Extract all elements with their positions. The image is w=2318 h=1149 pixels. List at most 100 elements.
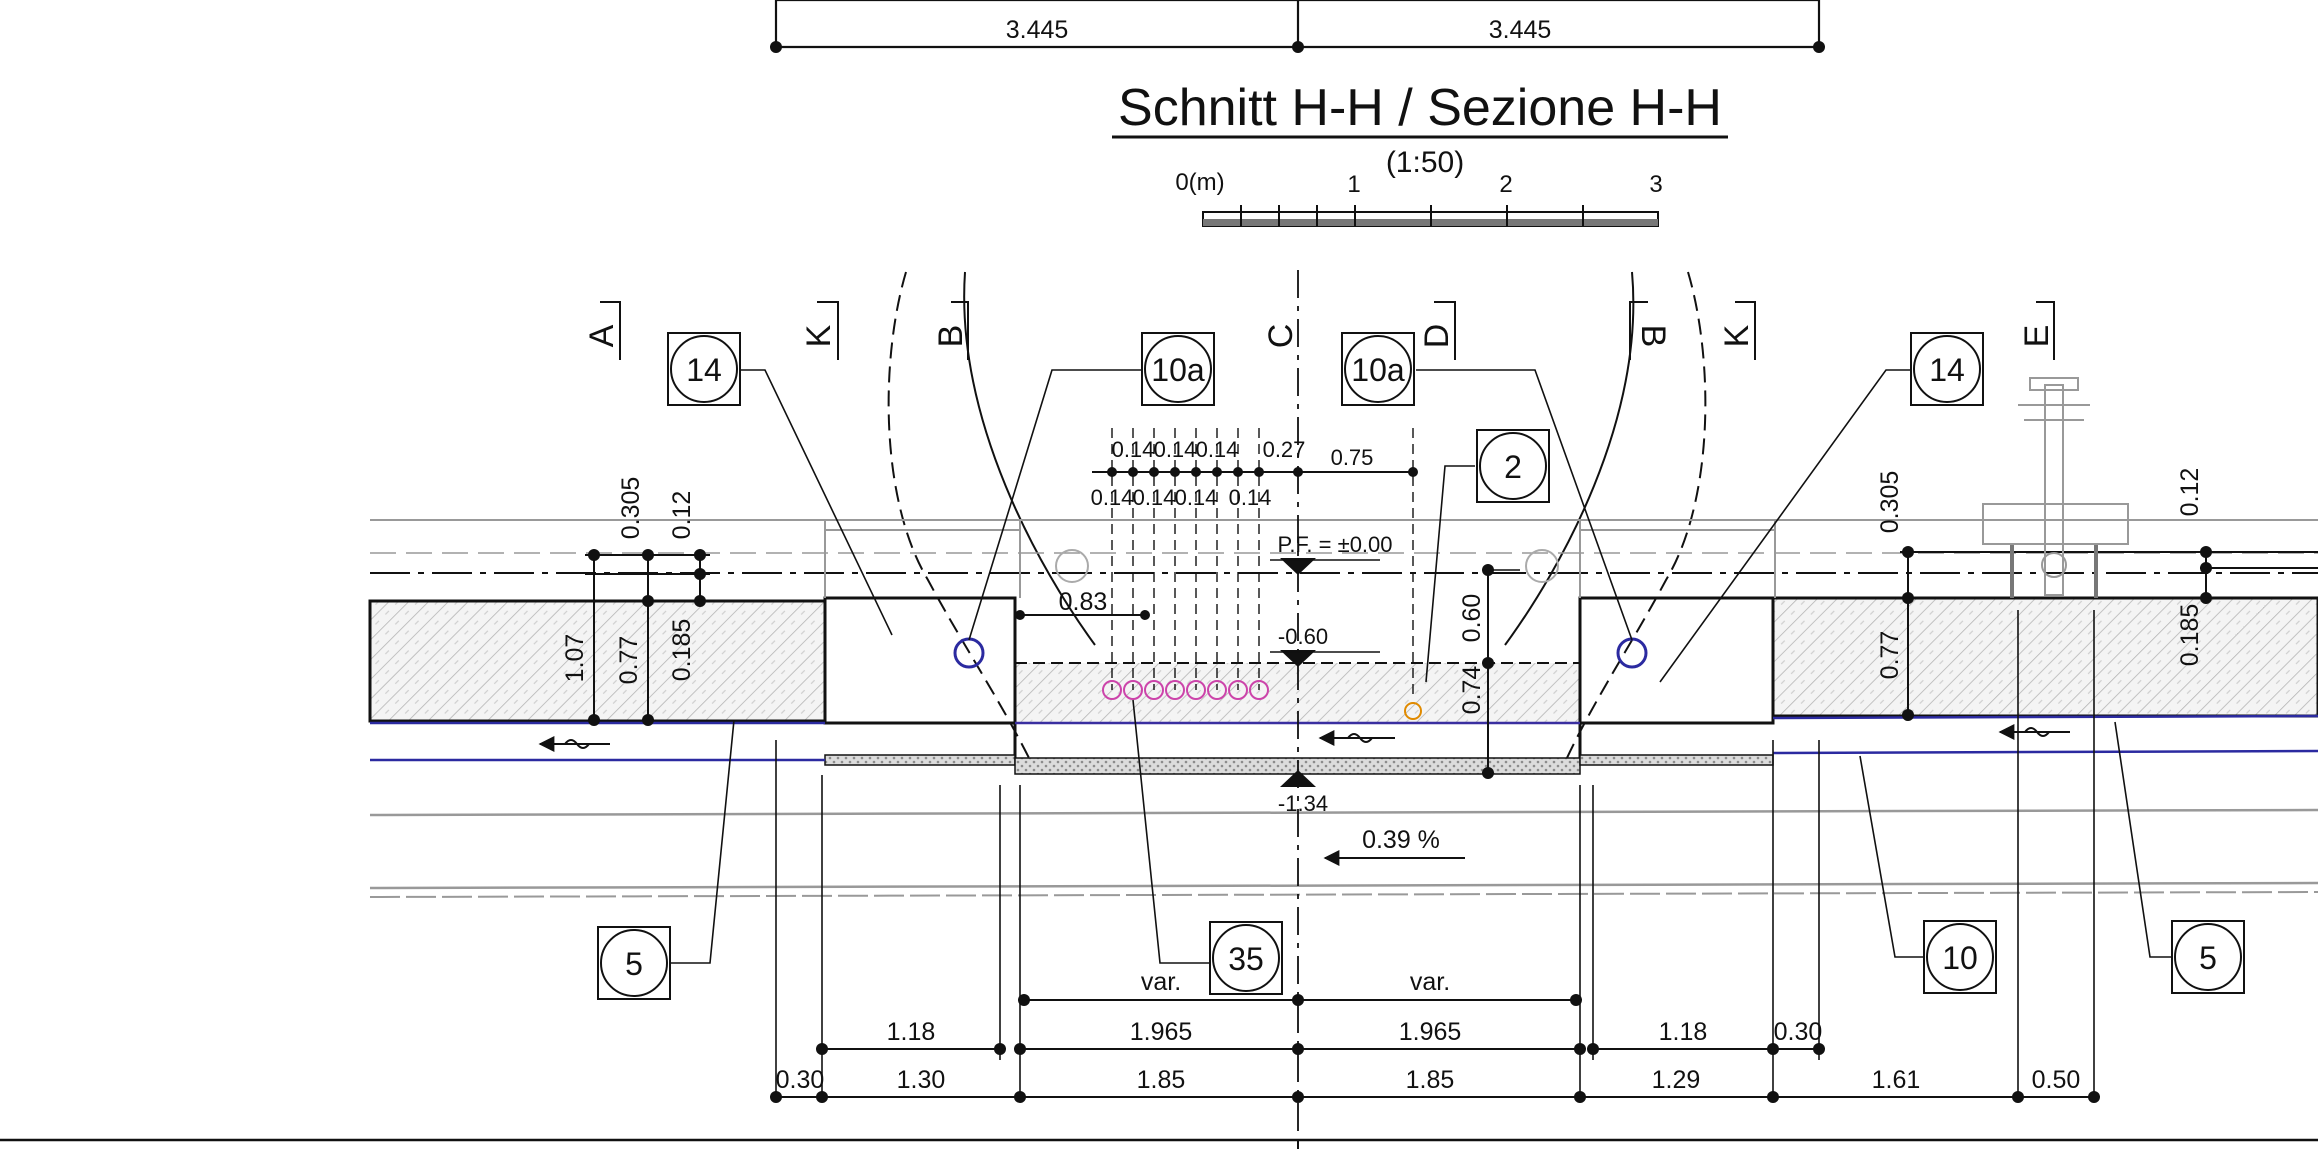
axis-label-k-left: K [800, 324, 838, 347]
tag-10a-right: 10a [1341, 332, 1415, 406]
pipe-spacing-bottom-2: 0.14 [1133, 485, 1176, 510]
top-dim-1: 3.445 [1006, 16, 1069, 44]
vdim-left-107: 1.07 [561, 634, 589, 683]
tag-14-right: 14 [1910, 332, 1984, 406]
pipe-spacing-top-2: 0.14 [1154, 437, 1197, 462]
pipe-icon [1249, 680, 1269, 700]
dim-mid-3: 1.965 [1399, 1018, 1462, 1046]
vdim-right-077: 0.77 [1876, 631, 1904, 680]
ghost-pipe-right-icon [1525, 549, 1559, 583]
bottom-extension-lines [775, 610, 2095, 1100]
catenary-mast-icon [1982, 377, 2129, 598]
dim-bottom-2: 1.30 [897, 1066, 946, 1094]
axis-label-a: A [583, 324, 621, 347]
dim-var-right: var. [1410, 968, 1450, 996]
vdim-left-0305: 0.305 [617, 477, 645, 540]
tag-5-left: 5 [597, 926, 671, 1000]
pipe-icon [1144, 680, 1164, 700]
pipe-icon [1207, 680, 1227, 700]
svg-text:5: 5 [2199, 940, 2217, 976]
scale-bar-tick-3: 3 [1649, 171, 1662, 198]
axis-label-d: D [1418, 324, 1456, 349]
tag-leaders [670, 369, 2172, 964]
dim-bottom-6: 1.61 [1872, 1066, 1921, 1094]
right-vertical-dims [1900, 551, 2318, 715]
small-pipe-icon [1404, 702, 1422, 720]
dim-bottom-3: 1.85 [1137, 1066, 1186, 1094]
svg-text:2: 2 [1504, 449, 1522, 485]
flow-arrows [538, 724, 2070, 866]
axis-label-k-right: K [1718, 324, 1756, 347]
pipe-spacing-bottom-1: 0.14 [1091, 485, 1134, 510]
scale-bar-tick-2: 2 [1499, 171, 1512, 198]
axis-markers [600, 301, 2055, 360]
vdim-left-0185: 0.185 [668, 619, 696, 682]
vdim-center-060: 0.60 [1458, 594, 1486, 643]
top-dim-2: 3.445 [1489, 16, 1552, 44]
level-134: -1.34 [1278, 791, 1328, 816]
svg-text:14: 14 [1929, 352, 1965, 388]
scale-bar-unit: 0(m) [1175, 169, 1224, 196]
dim-bottom-5: 1.29 [1652, 1066, 1701, 1094]
pipe-spacing-guides [1111, 428, 1414, 700]
pipe-icon [1102, 680, 1122, 700]
svg-text:35: 35 [1228, 941, 1264, 977]
tag-5-right: 5 [2171, 920, 2245, 994]
dim-var-left: var. [1141, 968, 1181, 996]
pipe-icon [1165, 680, 1185, 700]
pipe-spacing-top-4: 0.27 [1263, 437, 1306, 462]
axis-label-b-left: B [932, 325, 970, 348]
svg-text:10: 10 [1942, 940, 1978, 976]
pipe-spacing-bottom-3: 0.14 [1175, 485, 1218, 510]
level-060: -0.60 [1278, 624, 1328, 649]
dim-bottom-1: 0.30 [776, 1066, 825, 1094]
tag-35: 35 [1209, 921, 1283, 995]
level-pf: P.F. = ±0.00 [1277, 532, 1392, 557]
tag-10: 10 [1923, 920, 1997, 994]
dim-mid-4: 1.18 [1659, 1018, 1708, 1046]
scale-bar-tick-1: 1 [1347, 171, 1360, 198]
left-slab [368, 599, 827, 723]
vdim-right-012: 0.12 [2176, 468, 2204, 517]
right-slab [1771, 596, 2318, 718]
svg-text:5: 5 [625, 946, 643, 982]
dim-mid-1: 1.18 [887, 1018, 936, 1046]
pipe-icon [1123, 680, 1143, 700]
scale-bar: 0(m) 1 2 3 [1175, 169, 1663, 227]
tag-10a-left: 10a [1141, 332, 1215, 406]
dim-bottom-4: 1.85 [1406, 1066, 1455, 1094]
cable-pipes [1102, 680, 1269, 700]
dim-mid-5: 0.30 [1774, 1018, 1823, 1046]
vdim-left-077: 0.77 [615, 636, 643, 685]
tag-14-left: 14 [667, 332, 741, 406]
vdim-left-012: 0.12 [668, 491, 696, 540]
vdim-center-074: 0.74 [1458, 666, 1486, 715]
svg-text:10a: 10a [1151, 352, 1205, 388]
pipe-icon [1228, 680, 1248, 700]
vdim-right-0305: 0.305 [1876, 471, 1904, 534]
drawing-scale: (1:50) [1386, 146, 1464, 179]
pipe-spacing-top-3: 0.14 [1196, 437, 1239, 462]
axis-label-c: C [1262, 324, 1300, 349]
pipe-icon [1186, 680, 1206, 700]
level-markers [1280, 558, 1316, 787]
drain-pipe-right-icon [1616, 637, 1648, 669]
tunnel-profile [887, 271, 1707, 761]
drawing-title: Schnitt H-H / Sezione H-H [1118, 79, 1722, 137]
dim-bottom-7: 0.50 [2032, 1066, 2081, 1094]
dim-083: 0.83 [1059, 588, 1108, 616]
axis-label-e: E [2018, 325, 2056, 348]
platform-rails [824, 519, 1776, 598]
ghost-pipe-left-icon [1055, 549, 1089, 583]
dim-mid-2: 1.965 [1130, 1018, 1193, 1046]
svg-text:14: 14 [686, 352, 722, 388]
vdim-right-0185: 0.185 [2176, 604, 2204, 667]
axis-label-b-right: B [1634, 325, 1672, 348]
tag-2: 2 [1476, 429, 1550, 503]
pipe-spacing-top-5: 0.75 [1331, 445, 1374, 470]
pipe-spacing-top-1: 0.14 [1112, 437, 1155, 462]
slope-label: 0.39 % [1362, 826, 1440, 854]
svg-text:10a: 10a [1351, 352, 1405, 388]
pipe-spacing-bottom-4: 0.14 [1229, 485, 1272, 510]
